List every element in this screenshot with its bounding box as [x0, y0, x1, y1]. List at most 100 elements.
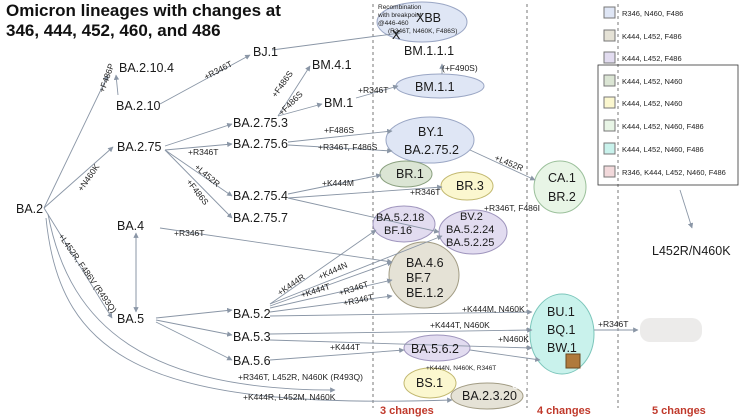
mut-r346t-br3: +R346T [410, 187, 440, 197]
node-bw1: BW.1 [547, 341, 577, 355]
footer-3-changes: 3 changes [380, 405, 434, 417]
edges [43, 30, 694, 403]
watermark-text: 8091446056 [512, 376, 590, 392]
node-ba2-75-6: BA.2.75.6 [233, 137, 288, 151]
footer-4-changes: 4 changes [537, 405, 591, 417]
mut-r346t-ba4: +R346T [174, 228, 204, 238]
legend-swatch [603, 6, 616, 19]
node-ba5: BA.5 [117, 312, 144, 326]
node-bm1: BM.1 [324, 96, 353, 110]
node-ba2-10-4: BA.2.10.4 [119, 61, 174, 75]
mut-r346t-f486s: +R346T, F486S [318, 142, 378, 152]
legend-label: K444, L452, N460 [622, 99, 682, 108]
legend-swatch [603, 96, 616, 109]
mut-r346t-f486i: +R346T, F486I [484, 203, 540, 213]
node-ba4-6: BA.4.6 [406, 256, 444, 270]
node-ba5-2-24: BA.5.2.24 [446, 224, 494, 236]
legend-label: K444, L452, N460 [622, 77, 682, 86]
node-bu1: BU.1 [547, 305, 575, 319]
legend-swatch [603, 142, 616, 155]
legend-label: K444, L452, F486 [622, 32, 682, 41]
node-br2: BR.2 [548, 190, 576, 204]
recombination-line3: @446-460 [378, 20, 409, 27]
legend-label: R346, K444, L452, N460, F486 [622, 168, 726, 177]
diagram-title-line1: Omicron lineages with changes at [6, 1, 281, 20]
recombination-line2: with breakpoint [377, 12, 422, 19]
node-bm1-1-1: BM.1.1.1 [404, 44, 454, 58]
bw1-marker-icon [565, 353, 581, 369]
bs1-bubble [403, 367, 457, 399]
legend-swatch [603, 119, 616, 132]
redacted-image [640, 318, 702, 342]
mut-f490s: (+F490S) [442, 63, 478, 73]
node-ba5-3: BA.5.3 [233, 330, 271, 344]
legend-swatch [603, 74, 616, 87]
mut-n460k: +N460K [75, 162, 101, 193]
node-ba5-2-18: BA.5.2.18 [376, 212, 424, 224]
node-ba2-75-4: BA.2.75.4 [233, 189, 288, 203]
mut-k444n-n460k: +K444N, N460K, R346T [426, 365, 496, 372]
ba2-3-20-bubble [450, 382, 524, 410]
mut-k444t: +K444T [330, 342, 360, 352]
by1-bubble [385, 116, 475, 164]
recombination-marker: X [392, 28, 401, 42]
node-ba2-75: BA.2.75 [117, 140, 162, 154]
legend-group-box [597, 64, 739, 186]
recombination-line1: Recombination [378, 4, 422, 11]
ca1-bubble [533, 160, 587, 214]
mut-k444m-n460k: +K444M, N460K [462, 304, 525, 314]
node-br1: BR.1 [396, 167, 424, 181]
node-bq1: BQ.1 [547, 323, 576, 337]
node-ba5-2: BA.5.2 [233, 307, 271, 321]
mut-r346t-bj1: +R346T [202, 59, 234, 82]
mut-k444t-n460k: +K444T, N460K [430, 320, 490, 330]
node-bm4-1: BM.4.1 [312, 58, 352, 72]
node-by1: BY.1 [418, 125, 444, 139]
node-bf16: BF.16 [384, 225, 412, 237]
node-ba5-6-2: BA.5.6.2 [411, 342, 459, 356]
node-ca1: CA.1 [548, 171, 576, 185]
node-bf7: BF.7 [406, 271, 431, 285]
legend-label: R346, N460, F486 [622, 9, 683, 18]
legend-swatch [603, 165, 616, 178]
node-xbb-mutations: (R346T, N460K, F486S) [388, 28, 457, 35]
mut-k444r-l452m-n460k: +K444R, L452M, N460K [243, 392, 336, 402]
mut-r346t-bm1: +R346T [358, 85, 388, 95]
node-bv2: BV.2 [460, 211, 483, 223]
legend-label: K444, L452, N460, F486 [622, 122, 704, 131]
mut-f486s-by1: +F486S [324, 125, 354, 135]
node-br3: BR.3 [456, 179, 484, 193]
legend-label: K444, L452, N460, F486 [622, 145, 704, 154]
node-ba2-75-7: BA.2.75.7 [233, 211, 288, 225]
node-ba4: BA.4 [117, 219, 144, 233]
node-bj1: BJ.1 [253, 45, 278, 59]
node-ba2-75-3: BA.2.75.3 [233, 116, 288, 130]
mut-r346t-l452r-n460k: +R346T, L452R, N460K (R493Q) [238, 372, 363, 382]
mut-r346t-final: +R346T [598, 319, 628, 329]
node-ba2-3-20: BA.2.3.20 [462, 389, 517, 403]
mut-l452r-ca1: +L452R [493, 153, 525, 174]
mut-k444n: +K444N [317, 260, 349, 282]
node-ba5-2-25: BA.5.2.25 [446, 237, 494, 249]
legend-swatch [603, 51, 616, 64]
mut-n460k-bw: +N460K [498, 334, 529, 344]
diagram-title-line2: 346, 444, 452, 460, and 486 [6, 21, 221, 40]
node-ba5-6: BA.5.6 [233, 354, 271, 368]
mut-k444m: +K444M [322, 178, 354, 188]
node-xbb: XBB [416, 11, 441, 25]
footer-5-changes: 5 changes [652, 405, 706, 417]
mut-r346t-branch: +R346T [188, 147, 218, 157]
node-bm1-1: BM.1.1 [415, 80, 455, 94]
mut-l452r-f486v: +L452R, F486V (R493Q) [56, 231, 119, 314]
node-be1-2: BE.1.2 [406, 286, 444, 300]
convergent-label: L452R/N460K [652, 244, 731, 258]
node-ba2-75-2: BA.2.75.2 [404, 143, 459, 157]
mut-f486p: +F486P [96, 62, 116, 94]
legend-label: K444, L452, F486 [622, 54, 682, 63]
node-ba2: BA.2 [16, 202, 43, 216]
ba4-6-bubble [388, 241, 460, 309]
mut-k444t-be: +K444T [300, 281, 332, 300]
